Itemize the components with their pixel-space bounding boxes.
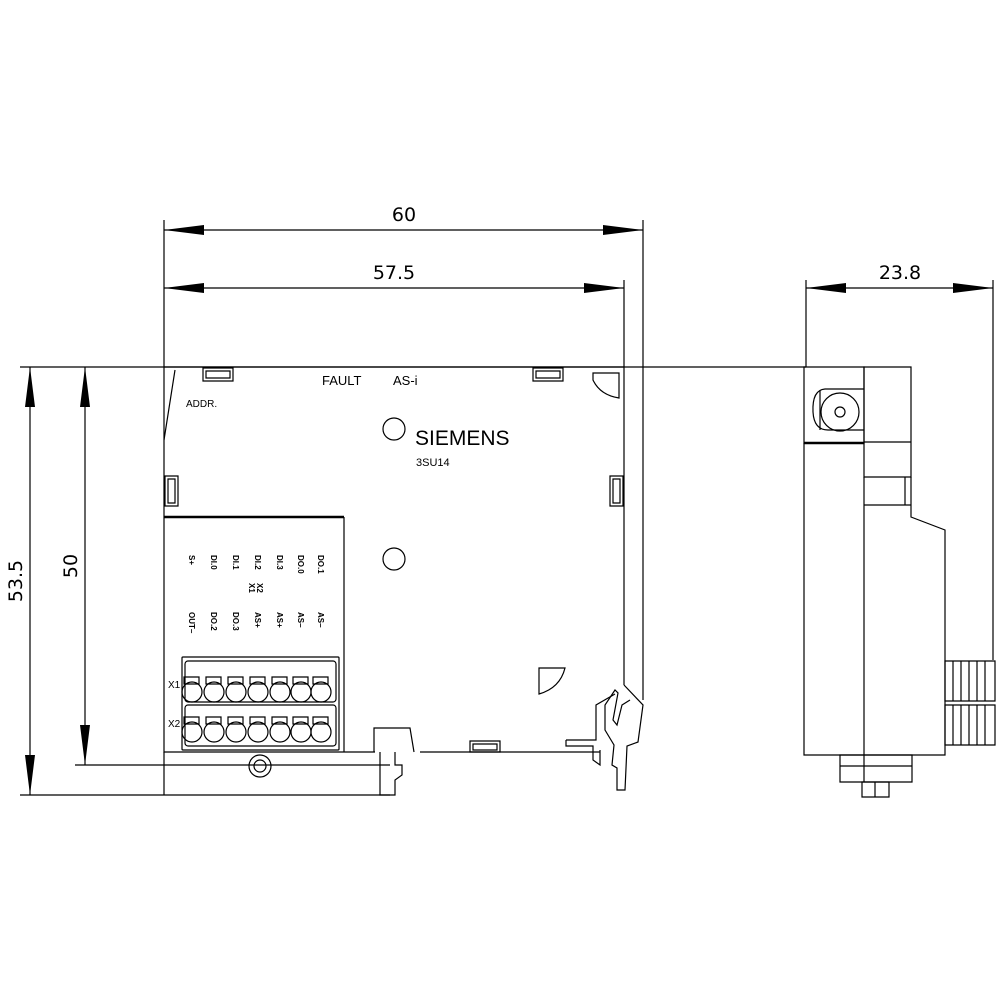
side-connector-x2 <box>945 705 995 745</box>
dimension-label-23-8: 23.8 <box>879 262 921 284</box>
terminal-label-top: DI.3 <box>275 555 284 570</box>
terminal-x1-2[interactable] <box>204 682 224 702</box>
x1-center-label: X1 <box>247 583 256 593</box>
terminal-x2-2[interactable] <box>204 722 224 742</box>
terminal-release-slot[interactable] <box>313 717 328 724</box>
mount-screw <box>249 755 271 777</box>
terminal-label-top: S+ <box>187 555 196 565</box>
terminal-label-bottom: DO.3 <box>231 612 240 631</box>
addr-label: ADDR. <box>186 399 217 410</box>
terminal-label-top: DO.1 <box>316 555 325 574</box>
terminal-release-slot[interactable] <box>272 717 287 724</box>
side-connector-x1 <box>945 661 995 701</box>
terminal-x1-6[interactable] <box>291 682 311 702</box>
asi-label: AS-i <box>393 373 418 388</box>
terminal-label-top: DI.1 <box>231 555 240 570</box>
terminal-label-bottom: OUT– <box>187 612 196 634</box>
front-view: FAULT AS-i ADDR. SIEMENS 3SU14 <box>164 367 643 795</box>
led-indicator <box>383 548 405 570</box>
terminal-release-slot[interactable] <box>206 677 221 684</box>
terminal-label-bottom: DO.2 <box>209 612 218 631</box>
terminal-panel: S+ DI.0 DI.1 DI.2 DI.3 DO.0 DO.1 OUT– DO.2 DO.3 A… <box>164 517 344 752</box>
terminal-release-slot[interactable] <box>272 677 287 684</box>
led-indicator <box>383 418 405 440</box>
dimension-label-53-5: 53.5 <box>5 560 27 602</box>
terminal-release-slot[interactable] <box>293 717 308 724</box>
terminal-x2-6[interactable] <box>291 722 311 742</box>
terminal-release-slot[interactable] <box>228 677 243 684</box>
row-label-x1: X1 <box>168 680 181 691</box>
dimension-label-50: 50 <box>60 554 82 578</box>
terminal-x1-1[interactable] <box>182 682 202 702</box>
terminal-x2-7[interactable] <box>311 722 331 742</box>
brand-logo: SIEMENS <box>415 427 510 450</box>
terminal-label-top: DI.2 <box>253 555 262 570</box>
corner-mark <box>593 373 619 398</box>
terminal-label-bottom: AS– <box>296 612 305 628</box>
terminal-label-bottom: AS+ <box>253 612 262 628</box>
terminal-release-slot[interactable] <box>250 677 265 684</box>
terminal-x2-3[interactable] <box>226 722 246 742</box>
terminal-x1-7[interactable] <box>311 682 331 702</box>
terminal-label-top: DI.0 <box>209 555 218 570</box>
terminal-release-slot[interactable] <box>293 677 308 684</box>
side-view <box>804 367 995 797</box>
terminal-label-top: DO.0 <box>296 555 305 574</box>
terminal-x1-3[interactable] <box>226 682 246 702</box>
fault-label: FAULT <box>322 373 362 388</box>
din-rail-clip <box>605 685 643 790</box>
terminal-release-slot[interactable] <box>206 717 221 724</box>
terminal-release-slot[interactable] <box>313 677 328 684</box>
terminal-release-slot[interactable] <box>228 717 243 724</box>
dimension-overall-width: 60 <box>164 204 643 700</box>
terminal-x2-1[interactable] <box>182 722 202 742</box>
row-label-x2: X2 <box>168 719 181 730</box>
terminal-release-slot[interactable] <box>184 717 199 724</box>
terminal-x2-5[interactable] <box>270 722 290 742</box>
dimension-side-depth: 23.8 <box>806 262 993 660</box>
terminal-x2-4[interactable] <box>248 722 268 742</box>
terminal-label-bottom: AS– <box>316 612 325 628</box>
terminal-label-bottom: AS+ <box>275 612 284 628</box>
model-label: 3SU14 <box>416 457 450 469</box>
terminal-release-slot[interactable] <box>250 717 265 724</box>
dimension-body-width: 57.5 <box>164 262 624 367</box>
corner-mark <box>539 668 565 694</box>
dimension-overall-height: 53.5 <box>5 367 806 795</box>
terminal-release-slot[interactable] <box>184 677 199 684</box>
terminal-x1-5[interactable] <box>270 682 290 702</box>
dimension-body-height: 50 <box>60 367 390 765</box>
address-socket <box>821 393 859 431</box>
x2-center-label: X2 <box>255 583 264 593</box>
dimension-label-60: 60 <box>392 204 416 226</box>
dimension-label-57-5: 57.5 <box>373 262 415 284</box>
terminal-x1-4[interactable] <box>248 682 268 702</box>
